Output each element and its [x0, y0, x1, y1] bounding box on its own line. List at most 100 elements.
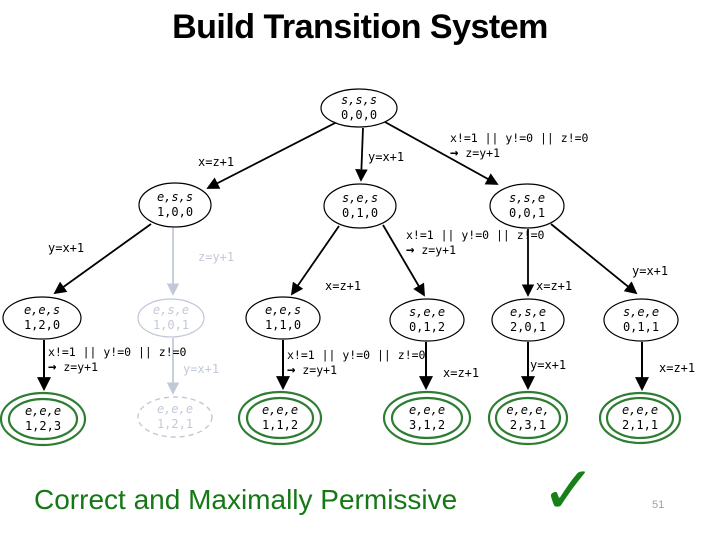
state-values: 2,3,1 — [509, 418, 547, 432]
edge-label-guarded-z-assign: x!=1 || y!=0 || z!=0 → z=y+1 — [450, 131, 588, 161]
edge-ses-to-ees110 — [290, 225, 340, 296]
state-letters: e,e,e — [24, 404, 62, 418]
state-values: 1,0,0 — [156, 205, 194, 219]
state-letters: s,e,s — [341, 191, 379, 205]
state-node-ess-100: e,s,s 1,0,0 — [157, 190, 193, 220]
edge-root-to-sse — [384, 121, 499, 185]
state-node-see-011: s,e,e 0,1,1 — [623, 305, 659, 335]
state-letters: e,s,e — [152, 303, 190, 317]
state-letters: e,e,e — [261, 403, 299, 417]
page-number: 51 — [652, 499, 665, 511]
guard-action: z=y+1 — [63, 360, 98, 374]
state-ellipse-see011 — [603, 298, 679, 342]
state-ellipse-ess100 — [138, 182, 212, 228]
state-ellipse-sse001 — [489, 183, 565, 229]
guard-action: z=y+1 — [465, 146, 500, 160]
edge-label-guarded-z-assign: x!=1 || y!=0 || z!=0 → z=y+1 — [406, 228, 544, 258]
edge-label-x-assign: x=z+1 — [198, 155, 235, 169]
state-ellipse-ses010 — [323, 183, 397, 229]
state-node-ees-120: e,e,s 1,2,0 — [24, 303, 60, 333]
implies-arrow-icon: → — [287, 362, 296, 378]
state-letters: e,e,e, — [506, 403, 550, 417]
state-values: 3,1,2 — [408, 418, 446, 432]
edge-root-to-ess — [206, 121, 338, 189]
state-letters: e,e,e — [408, 403, 446, 417]
state-letters: s,e,e — [408, 305, 446, 319]
accepting-ellipse-eee211 — [598, 391, 682, 445]
accepting-ellipse-eee312 — [382, 390, 472, 446]
state-node-eee-121-faded: e,e,e 1,2,1 — [157, 402, 193, 432]
guard-action: z=y+1 — [302, 363, 337, 377]
state-node-eee-231: e,e,e, 2,3,1 — [506, 403, 549, 433]
state-ellipse-ees120 — [2, 296, 82, 340]
state-values: 1,2,0 — [23, 318, 61, 332]
guard-condition: x!=1 || y!=0 || z!=0 — [287, 348, 426, 362]
edge-label-y-assign: y=x+1 — [632, 264, 669, 278]
edge-label-y-assign: y=x+1 — [48, 241, 85, 255]
page-title: Build Transition System — [172, 8, 548, 46]
edge-label-guarded-z-assign: x!=1 || y!=0 || z!=0 → z=y+1 — [287, 348, 425, 378]
state-values: 0,1,1 — [622, 320, 660, 334]
state-values: 1,0,1 — [152, 318, 190, 332]
edge-ses-to-see012 — [382, 224, 425, 297]
state-letters: e,e,e — [621, 403, 659, 417]
state-node-ese-101-faded: e,s,e 1,0,1 — [153, 303, 189, 333]
state-values: 2,0,1 — [509, 320, 547, 334]
state-ellipse-ees110 — [245, 296, 321, 340]
edge-label-y-assign: y=x+1 — [530, 358, 567, 372]
edge-label-x-assign: x=z+1 — [325, 279, 362, 293]
state-values: 1,1,2 — [261, 418, 299, 432]
state-ellipse-ese201 — [491, 298, 565, 342]
accepting-ellipse-eee123 — [0, 391, 87, 447]
state-values: 0,1,0 — [341, 206, 379, 220]
state-node-eee-123: e,e,e 1,2,3 — [25, 404, 61, 434]
footer-caption: Correct and Maximally Permissive — [34, 484, 458, 515]
checkmark-icon: ✓ — [541, 452, 597, 529]
edge-ess-to-ees120 — [53, 223, 152, 295]
accepting-ellipse-eee112 — [237, 390, 323, 446]
edge-sse-to-see011 — [550, 223, 638, 295]
edge-label-x-assign: x=z+1 — [536, 279, 573, 293]
state-letters: s,s,s — [340, 93, 378, 107]
edge-label-x-assign: x=z+1 — [443, 366, 480, 380]
state-letters: s,e,e — [622, 305, 660, 319]
state-values: 1,2,3 — [24, 419, 62, 433]
state-ellipse-eee121-faded — [137, 396, 213, 438]
state-values: 0,1,2 — [408, 320, 446, 334]
guard-condition: x!=1 || y!=0 || z!=0 — [450, 131, 589, 145]
state-values: 0,0,0 — [340, 108, 378, 122]
edge-label-y-assign-faded: y=x+1 — [183, 362, 220, 376]
implies-arrow-icon: → — [450, 145, 459, 161]
state-letters: e,s,s — [156, 190, 194, 204]
state-node-eee-211: e,e,e 2,1,1 — [622, 403, 658, 433]
state-ellipse-see012 — [389, 298, 465, 342]
state-ellipse-ese101-faded — [137, 298, 205, 338]
state-node-see-012: s,e,e 0,1,2 — [409, 305, 445, 335]
state-letters: e,s,e — [509, 305, 547, 319]
state-letters: e,e,e — [156, 402, 194, 416]
implies-arrow-icon: → — [48, 359, 57, 375]
accepting-ellipse-eee231 — [487, 390, 569, 446]
edge-label-y-assign: y=x+1 — [368, 150, 405, 164]
state-values: 2,1,1 — [621, 418, 659, 432]
implies-arrow-icon: → — [406, 242, 415, 258]
state-letters: s,s,e — [508, 191, 546, 205]
state-letters: e,e,s — [23, 303, 61, 317]
state-node-sse-001: s,s,e 0,0,1 — [509, 191, 545, 221]
state-values: 1,2,1 — [156, 417, 194, 431]
state-ellipse-sss000 — [320, 88, 398, 128]
guard-condition: x!=1 || y!=0 || z!=0 — [48, 345, 187, 359]
state-node-eee-312: e,e,e 3,1,2 — [409, 403, 445, 433]
state-node-eee-112: e,e,e 1,1,2 — [262, 403, 298, 433]
state-letters: e,e,s — [264, 303, 302, 317]
state-node-ees-110: e,e,s 1,1,0 — [265, 303, 301, 333]
state-values: 1,1,0 — [264, 318, 302, 332]
edge-root-to-ses — [355, 127, 368, 182]
state-values: 0,0,1 — [508, 206, 546, 220]
edge-label-z-assign-faded: z=y+1 — [198, 250, 235, 264]
state-node-ses-010: s,e,s 0,1,0 — [342, 191, 378, 221]
guard-condition: x!=1 || y!=0 || z!=0 — [406, 228, 545, 242]
guard-action: z=y+1 — [421, 243, 456, 257]
